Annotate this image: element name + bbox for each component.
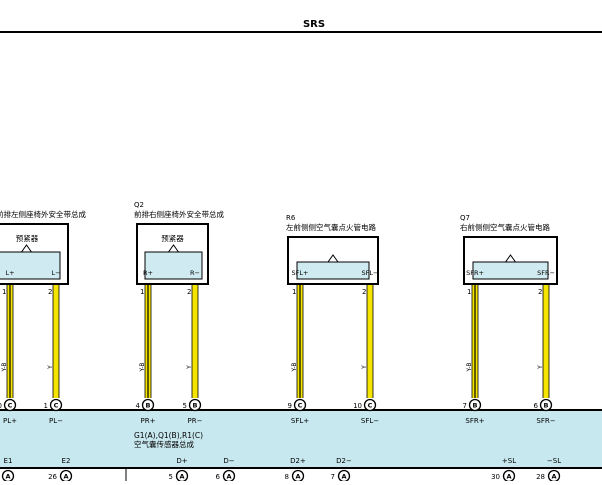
component-code: Q7 [460, 214, 470, 222]
bottom-terminal-label: +SL [502, 457, 516, 465]
conn-left-letter: B [146, 402, 151, 410]
bottom-terminal-label: E2 [62, 457, 71, 465]
conn-right-num: 5 [183, 402, 187, 410]
pin-right-num: 2 [362, 288, 366, 296]
conn-right-num: 6 [534, 402, 539, 410]
wire-right-color-label: Y [537, 365, 544, 370]
pin-right-num: 2 [187, 288, 191, 296]
pin-left-num: 1 [292, 288, 296, 296]
component-name: 左前侧侧空气囊点火管电路 [286, 222, 376, 232]
ecu-connector-codes: G1(A),Q1(B),R1(C) [134, 431, 203, 440]
bottom-terminal-num: 5 [169, 473, 173, 481]
bottom-terminal-num: 7 [331, 473, 335, 481]
bottom-terminal-num: 8 [285, 473, 289, 481]
conn-right-letter: C [368, 402, 373, 410]
bottom-terminal-label: D+ [176, 457, 187, 465]
pin-right-num: 2 [48, 288, 52, 296]
pin-left-label: SFR+ [466, 269, 484, 277]
bottom-terminal-num: 6 [216, 473, 221, 481]
wire-right-yellow [543, 284, 549, 398]
conn-right-letter: B [193, 402, 198, 410]
diagram-title: SRS [303, 19, 325, 30]
pin-right-label: SFR− [537, 269, 555, 277]
conn-left-letter: C [8, 402, 13, 410]
wire-right-color-label: Y [47, 365, 54, 370]
wire-right-color-label: Y [361, 365, 368, 370]
ecu-pin-left-label: PL+ [3, 417, 17, 425]
bottom-terminal-num: 30 [491, 473, 500, 481]
wire-right-yellow [53, 284, 59, 398]
component-name: 前排左侧座椅外安全带总成 [0, 209, 86, 219]
bottom-terminal-num: 28 [536, 473, 545, 481]
pin-left-label: SFL+ [292, 269, 309, 277]
component-name: 前排右侧座椅外安全带总成 [134, 209, 224, 219]
bottom-terminal-letter: A [179, 473, 184, 481]
component-code: Q2 [134, 201, 144, 209]
bottom-terminal-label: D− [223, 457, 234, 465]
component-q1: 2前排左侧座椅外安全带总成预紧器L+L−12Y-BY10C1CPL+PL− [0, 201, 86, 425]
wire-left-color-label: Y-B [139, 362, 146, 372]
pin-left-num: 1 [467, 288, 471, 296]
pin-left-label: R+ [143, 269, 153, 277]
conn-right-letter: C [54, 402, 59, 410]
conn-left-num: 7 [463, 402, 467, 410]
ecu-pin-right-label: SFL− [361, 417, 379, 425]
wire-left-color-label: Y-B [466, 362, 473, 372]
component-group: 2前排左侧座椅外安全带总成预紧器L+L−12Y-BY10C1CPL+PL−Q2前… [0, 201, 557, 425]
component-name: 右前侧侧空气囊点火管电路 [460, 222, 550, 232]
conn-left-letter: C [298, 402, 303, 410]
conn-right-letter: B [544, 402, 549, 410]
pretensioner-label: 预紧器 [161, 233, 184, 243]
component-code: R6 [286, 214, 296, 222]
bottom-terminal-label: E1 [4, 457, 13, 465]
pin-right-label: SFL− [362, 269, 379, 277]
wire-right-color-label: Y [186, 365, 193, 370]
pin-right-label: R− [190, 269, 200, 277]
bottom-terminal-label: D2+ [290, 457, 306, 465]
bottom-terminal-letter: A [506, 473, 511, 481]
wire-left-color-label: Y-B [1, 362, 8, 372]
ecu-pin-right-label: PL− [49, 417, 63, 425]
bottom-terminal-num: 26 [48, 473, 57, 481]
bottom-terminal-label: −SL [547, 457, 561, 465]
ecu-pin-right-label: SFR− [536, 417, 555, 425]
pin-right-label: L− [51, 269, 60, 277]
wire-left-color-label: Y-B [291, 362, 298, 372]
bottom-terminal-letter: A [226, 473, 231, 481]
pretensioner-label: 预紧器 [16, 233, 39, 243]
bottom-terminal-letter: A [5, 473, 10, 481]
conn-left-letter: B [473, 402, 478, 410]
pin-left-num: 1 [2, 288, 6, 296]
conn-left-num: 10 [0, 402, 2, 410]
bottom-terminal-letter: A [295, 473, 300, 481]
wire-right-yellow [367, 284, 373, 398]
conn-left-num: 9 [288, 402, 292, 410]
ecu-pin-left-label: SFL+ [291, 417, 309, 425]
pin-left-label: L+ [5, 269, 14, 277]
bottom-terminal-letter: A [551, 473, 556, 481]
conn-right-num: 10 [353, 402, 362, 410]
ecu-pin-right-label: PR− [188, 417, 203, 425]
conn-right-num: 1 [44, 402, 48, 410]
ecu-pin-left-label: SFR+ [465, 417, 484, 425]
pin-left-num: 1 [140, 288, 144, 296]
bottom-terminal-letter: A [63, 473, 68, 481]
wire-right-yellow [192, 284, 198, 398]
ecu-pin-left-label: PR+ [141, 417, 156, 425]
conn-left-num: 4 [136, 402, 141, 410]
bottom-terminal-letter: A [341, 473, 346, 481]
bottom-terminal-label: D2− [336, 457, 352, 465]
ecu-name: 空气囊传感器总成 [134, 439, 194, 449]
pin-right-num: 2 [538, 288, 542, 296]
